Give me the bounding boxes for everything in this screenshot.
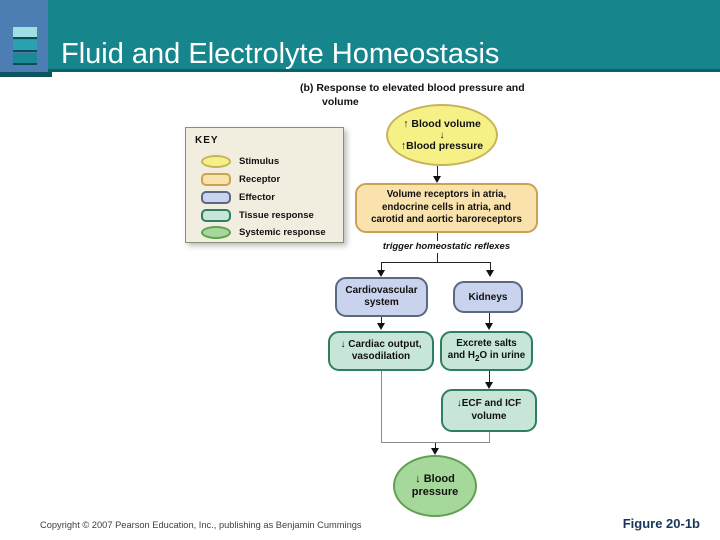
key-item-tissue-response: Tissue response [201,207,314,223]
excrete-salts-node: Excrete salts and H2O in urine [440,331,533,371]
key-title: KEY [195,135,219,146]
title-banner [0,0,720,72]
receptor-line1: Volume receptors in atria, [386,188,507,200]
trigger-label: trigger homeostatic reflexes [382,241,511,252]
connector-line [381,317,382,324]
connector-line [381,442,490,443]
connector-line [437,253,438,262]
blood-pressure-line1: ↓ Blood [415,472,455,485]
stimulus-line2: ↑Blood pressure [400,139,484,152]
logo-shadow [0,72,52,77]
slide-logo-icon [0,0,48,72]
figure-label: Figure 20-1b [622,516,700,531]
connector-line [381,262,491,263]
receptor-swatch-icon [201,172,231,186]
kidneys-node: Kidneys [453,281,523,313]
figure-heading: (b) Response to elevated blood pressure … [300,82,525,108]
systemic-response-swatch-icon [201,225,231,239]
excrete-line2: and H2O in urine [447,350,526,363]
logo-bar-icon [13,53,37,65]
key-item-label: Systemic response [239,226,326,238]
stimulus-node: ↑ Blood volume ↓ ↑Blood pressure [386,104,498,166]
cardiac-line1: ↓ Cardiac output, [340,338,422,350]
cardiovascular-node: Cardiovascular system [335,277,428,317]
key-box: KEY Stimulus Receptor Effector Tissue re… [185,127,344,243]
receptor-line2: endocrine cells in atria, and [381,201,512,213]
subscript: 2 [474,353,480,363]
cardiovascular-line1: Cardiovascular [345,284,418,296]
key-item-stimulus: Stimulus [201,153,279,169]
arrowhead-icon [433,176,441,183]
receptor-line3: carotid and aortic baroreceptors [371,214,522,226]
key-item-label: Stimulus [239,155,280,167]
connector-line [437,233,438,241]
ecf-line2: volume [471,410,507,422]
receptor-node: Volume receptors in atria, endocrine cel… [355,183,538,233]
key-item-systemic-response: Systemic response [201,224,326,240]
connector-line [437,166,438,177]
logo-bar-icon [13,40,37,52]
copyright-text: Copyright © 2007 Pearson Education, Inc.… [40,520,362,530]
key-item-label: Receptor [239,173,281,185]
ecf-icf-node: ↓ECF and ICF volume [441,389,537,432]
connector-line [381,262,382,271]
key-item-effector: Effector [201,189,275,205]
cardiac-line2: vasodilation [351,351,411,362]
connector-line [489,371,490,383]
excrete-line1: Excrete salts [456,337,517,349]
tissue-response-swatch-icon [201,208,231,222]
blood-pressure-line2: pressure [411,486,459,498]
connector-line [490,262,491,271]
stimulus-line1: ↑ Blood volume [403,118,481,131]
blood-pressure-node: ↓ Blood pressure [393,455,477,517]
ecf-line1: ↓ECF and ICF [456,398,522,409]
key-item-label: Tissue response [239,209,314,221]
key-item-label: Effector [239,191,275,203]
arrowhead-icon [431,448,439,455]
page-title: Fluid and Electrolyte Homeostasis [61,38,500,70]
kidneys-label: Kidneys [468,291,508,303]
connector-line [381,371,382,443]
arrowhead-icon [486,270,494,277]
arrowhead-icon [377,270,385,277]
arrowhead-icon [485,323,493,330]
cardiovascular-line2: system [364,297,399,308]
key-item-receptor: Receptor [201,171,280,187]
effector-swatch-icon [201,190,231,204]
connector-line [489,432,490,443]
down-arrow-icon: ↓ [439,129,445,141]
arrowhead-icon [485,382,493,389]
connector-line [489,313,490,324]
connector-line [435,443,436,449]
cardiac-output-node: ↓ Cardiac output, vasodilation [328,331,434,371]
logo-bar-icon [13,27,37,39]
stimulus-swatch-icon [201,154,231,168]
arrowhead-icon [377,323,385,330]
